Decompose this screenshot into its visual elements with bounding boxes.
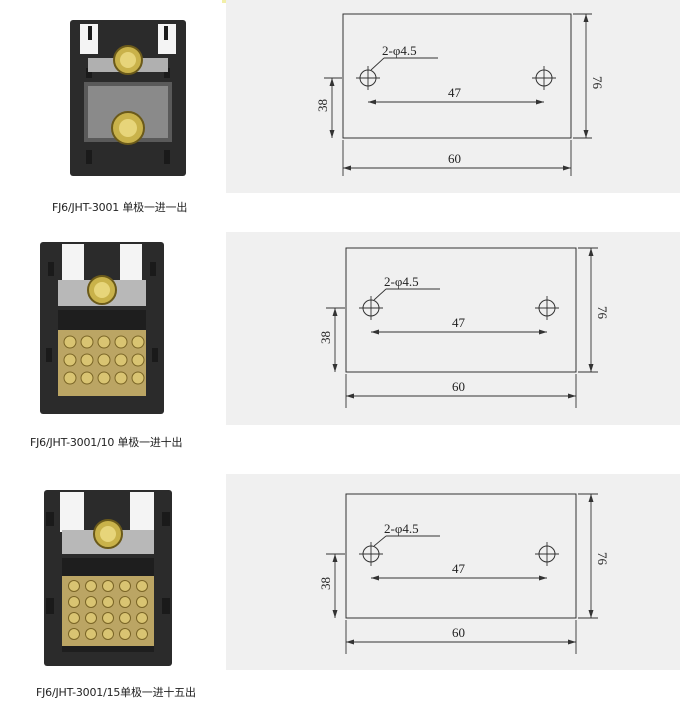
height-dimension: 76: [595, 552, 610, 566]
product-caption-2: FJ6/JHT-3001/10 单极一进十出: [30, 436, 183, 449]
hole-height-dimension: 38: [315, 99, 330, 112]
width-dimension: 60: [452, 625, 465, 640]
product-row-1: FJ6/JHT-3001 单极一进一出 2-φ4.5 47 60 76 38: [0, 0, 680, 230]
product-caption-3: FJ6/JHT-3001/15单极一进十五出: [36, 686, 196, 699]
hole-height-dimension: 38: [318, 577, 333, 590]
product-row-3: FJ6/JHT-3001/15单极一进十五出 2-φ4.5 47 60 76 3…: [0, 470, 680, 705]
mounting-plate-outline: [342, 13, 572, 139]
height-dimension: 76: [590, 76, 605, 90]
terminal-block-photo-1: [66, 18, 190, 178]
width-dimension: 60: [452, 379, 465, 394]
hole-spec-label: 2-φ4.5: [384, 274, 419, 289]
mounting-plate-outline: [345, 493, 577, 619]
hole-spec-label: 2-φ4.5: [384, 521, 419, 536]
dimension-drawing-1: 2-φ4.5 47 60 76 38: [226, 0, 680, 193]
hole-spacing-dimension: 47: [452, 315, 466, 330]
mounting-plate-outline: [345, 247, 577, 373]
terminal-block-photo-2: [36, 238, 168, 418]
width-dimension: 60: [448, 151, 461, 166]
hole-spacing-dimension: 47: [452, 561, 466, 576]
hole-spec-label: 2-φ4.5: [382, 43, 417, 58]
terminal-block-photo-3: [40, 488, 176, 668]
hole-spacing-dimension: 47: [448, 85, 462, 100]
hole-height-dimension: 38: [318, 331, 333, 344]
height-dimension: 76: [595, 306, 610, 320]
product-caption-1: FJ6/JHT-3001 单极一进一出: [52, 201, 188, 214]
product-row-2: FJ6/JHT-3001/10 单极一进十出 2-φ4.5 47 60 76 3…: [0, 230, 680, 460]
dimension-drawing-3: 2-φ4.5 47 60 76 38: [226, 474, 680, 670]
dimension-drawing-2: 2-φ4.5 47 60 76 38: [226, 232, 680, 425]
